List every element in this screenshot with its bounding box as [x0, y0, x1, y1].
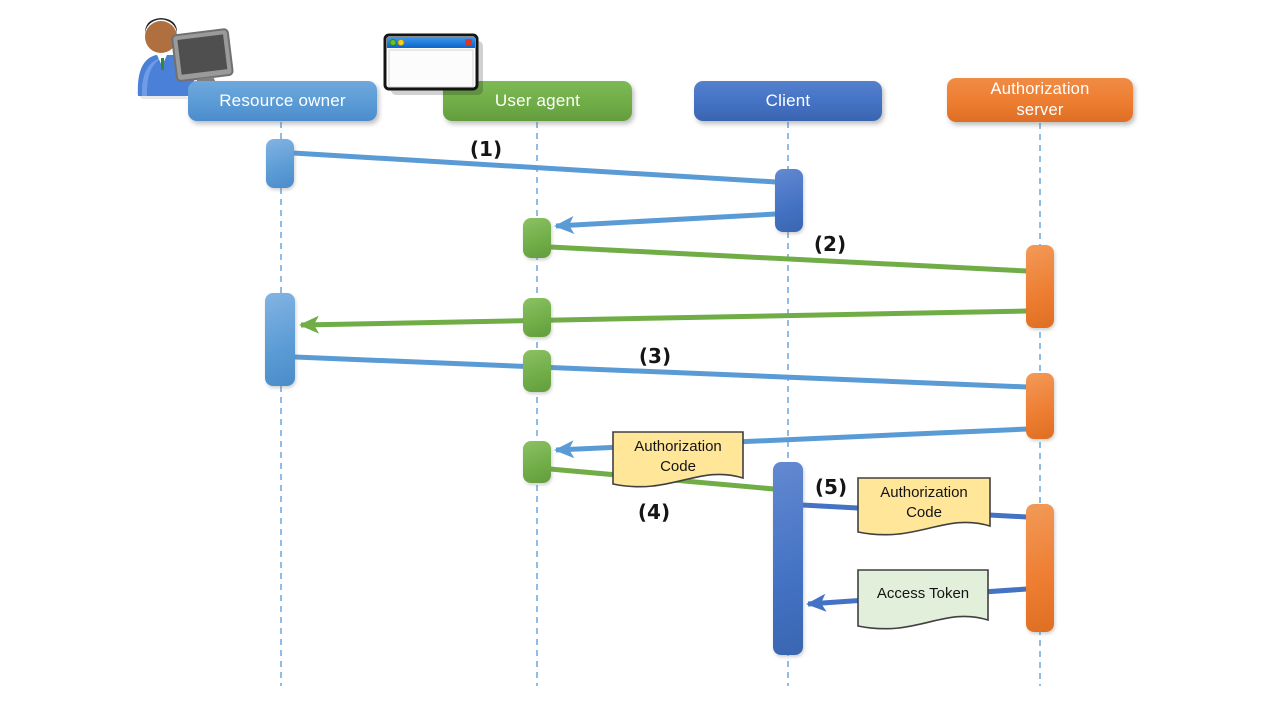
activation-user-agent-4 [523, 441, 551, 483]
browser-viewport [388, 49, 474, 88]
message-1-resource-owner-to-client [290, 150, 779, 185]
browser-button-close [465, 39, 472, 46]
note-authorization-code-1-shape [612, 431, 744, 488]
activation-resource-owner-2 [265, 293, 295, 386]
browser-button-green [389, 39, 397, 46]
step-label-1: (1) [469, 137, 503, 161]
message-client-to-user-agent [554, 211, 777, 235]
step-label-2: (2) [813, 232, 847, 256]
actor-header-user-agent: User agent [443, 81, 632, 121]
step-label-5: (5) [814, 475, 848, 499]
actor-label-resource-owner: Resource owner [219, 91, 346, 110]
note-authorization-code-2-shape [857, 477, 991, 536]
browser-titlebar [387, 37, 475, 48]
activation-client-2 [773, 462, 803, 655]
actor-label-user-agent: User agent [494, 91, 581, 110]
message-2-user-agent-to-authorization-server [547, 244, 1030, 274]
actor-label-client: Client [765, 91, 811, 110]
note-access-token-text: Access Token [876, 585, 970, 602]
person-body-highlight [141, 59, 160, 96]
browser-button-yellow [397, 39, 405, 46]
browser-window-icon [383, 33, 483, 95]
activation-user-agent-2 [523, 298, 551, 337]
person-head [145, 21, 177, 53]
tie [161, 58, 164, 70]
activation-authorization-server-1 [1026, 245, 1054, 328]
actor-header-resource-owner: Resource owner [188, 81, 377, 121]
activation-authorization-server-2 [1026, 373, 1054, 439]
activation-user-agent-3 [523, 350, 551, 392]
activation-resource-owner-1 [266, 139, 294, 188]
actor-header-authorization-server: Authorization server [947, 78, 1133, 122]
activation-client-1 [775, 169, 803, 232]
step-label-3: (3) [638, 344, 672, 368]
activation-user-agent-1 [523, 218, 551, 258]
note-access-token-shape [857, 569, 989, 630]
message-authorization-server-to-resource-owner [299, 308, 1028, 334]
actor-label-authorization-server: Authorization server [990, 80, 1090, 119]
activation-authorization-server-3 [1026, 504, 1054, 632]
actor-header-client: Client [694, 81, 882, 121]
message-3-resource-owner-to-authorization-server [292, 354, 1030, 390]
step-label-4: (4) [637, 500, 671, 524]
note-authorization-code-1-text: Authorization Code [634, 438, 722, 476]
note-authorization-code-2-text: Authorization Code [880, 484, 968, 522]
